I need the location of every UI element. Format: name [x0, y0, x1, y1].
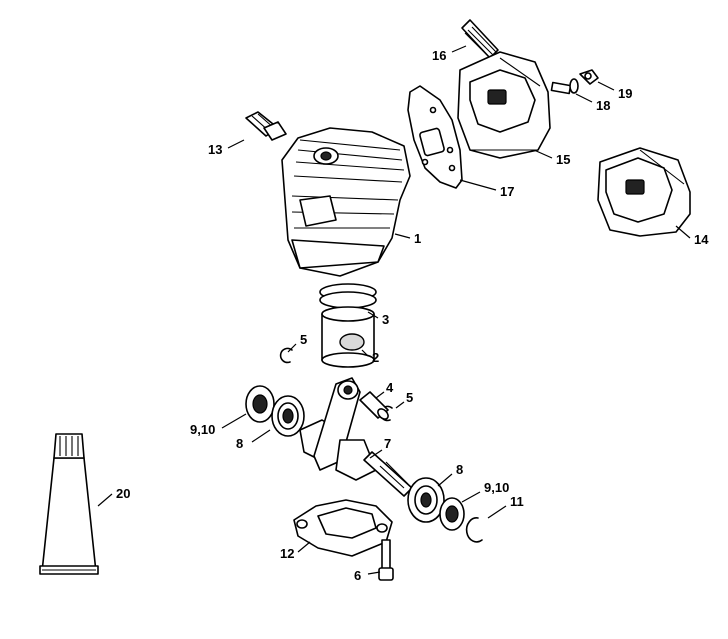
part-2-piston: [321, 306, 375, 368]
part-6-bolt: [378, 539, 394, 581]
part-16-gasket-strip: [461, 19, 499, 59]
part-5-circlip-left: [279, 347, 293, 364]
callout-11: 11: [510, 494, 524, 509]
part-8-bearing-left: [271, 395, 305, 437]
leader-18: [575, 93, 593, 103]
part-7-crankshaft: [299, 377, 413, 497]
leader-8-right: [437, 473, 453, 487]
part-8-bearing-right: [407, 477, 445, 523]
part-11-retaining-ring: [465, 517, 483, 543]
part-13-spark-plug: [245, 111, 287, 141]
leader-5-right: [395, 401, 405, 409]
leader-7: [369, 449, 383, 459]
leader-13: [227, 139, 245, 149]
callout-3: 3: [382, 312, 389, 327]
callout-16: 16: [432, 48, 446, 63]
part-14-muffler: [597, 147, 691, 237]
part-4-piston-pin: [359, 391, 389, 420]
callout-17: 17: [500, 184, 514, 199]
leader-4: [375, 391, 385, 399]
leader-lines: [97, 45, 691, 575]
callout-4: 4: [386, 380, 394, 395]
leader-1: [394, 233, 411, 239]
part-20-grease-tube: [39, 433, 99, 575]
callout-9-10-right: 9,10: [484, 480, 509, 495]
leader-16: [451, 45, 467, 53]
leader-14: [675, 225, 691, 239]
leader-19: [597, 81, 615, 91]
part-17-muffler-gasket: [407, 85, 463, 189]
callout-6: 6: [354, 568, 361, 583]
part-9-10-seal-right: [439, 497, 465, 531]
callout-14: 14: [694, 232, 709, 247]
callout-5-left: 5: [300, 332, 307, 347]
leader-3: [367, 311, 379, 319]
callout-1: 1: [414, 231, 421, 246]
leader-8-left: [251, 429, 271, 443]
part-12-crankcase: [293, 499, 393, 557]
leader-15: [533, 149, 553, 159]
part-18-screw: [550, 78, 579, 95]
leader-6: [367, 571, 381, 575]
callout-8-left: 8: [236, 436, 243, 451]
part-15-muffler: [457, 51, 551, 159]
callout-5-right: 5: [406, 390, 413, 405]
part-3-piston-rings: [319, 283, 377, 309]
callout-13: 13: [208, 142, 222, 157]
leader-11: [487, 505, 507, 519]
leader-17: [459, 179, 497, 191]
leader-2: [361, 349, 369, 357]
part-1-cylinder: [281, 127, 411, 277]
part-19-clip: [579, 69, 599, 85]
callout-18: 18: [596, 98, 610, 113]
callout-9-10-left: 9,10: [190, 422, 215, 437]
leader-12: [297, 541, 311, 553]
leader-20: [97, 493, 113, 507]
callout-8-right: 8: [456, 462, 463, 477]
callout-19: 19: [618, 86, 632, 101]
part-9-10-seal-left: [245, 385, 275, 423]
callout-15: 15: [556, 152, 570, 167]
callout-2: 2: [372, 350, 379, 365]
leader-5-left: [287, 343, 297, 353]
leader-9-10-right: [461, 491, 481, 503]
callout-7: 7: [384, 436, 391, 451]
leader-9-10-left: [221, 413, 247, 429]
callout-12: 12: [280, 546, 294, 561]
callout-20: 20: [116, 486, 130, 501]
